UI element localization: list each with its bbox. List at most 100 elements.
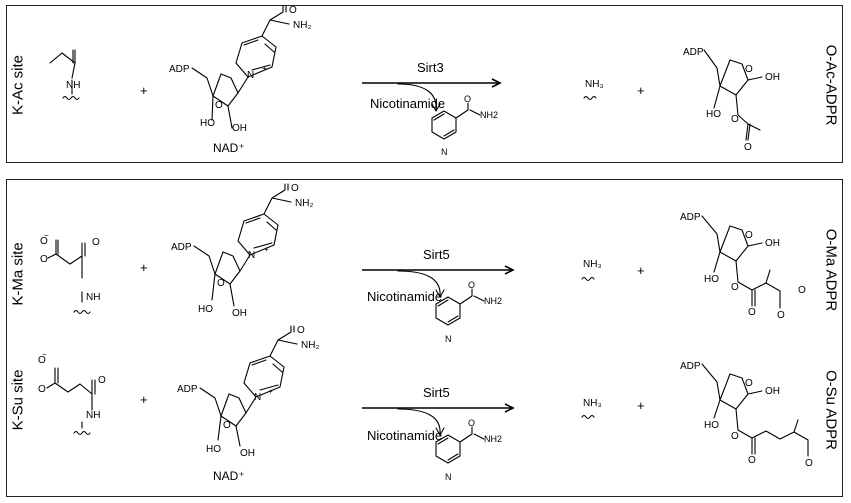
- plus-sign: +: [140, 260, 148, 275]
- svg-text:O: O: [223, 420, 231, 431]
- svg-text:O: O: [297, 325, 305, 336]
- svg-text:O: O: [98, 375, 106, 386]
- svg-text:O: O: [464, 94, 471, 104]
- svg-text:O: O: [777, 310, 785, 321]
- plus-sign: +: [140, 392, 148, 407]
- svg-text:O: O: [745, 64, 753, 75]
- panel-acetyl: [6, 5, 843, 163]
- svg-text:O: O: [291, 183, 299, 194]
- svg-text:N: N: [445, 334, 452, 344]
- reaction-arrow-sirt5: Sirt5 Nicotinamide N O NH2: [362, 385, 515, 482]
- ho-label: HO: [704, 420, 719, 431]
- svg-text:O: O: [217, 278, 225, 289]
- svg-text:O: O: [731, 282, 739, 293]
- svg-text:O: O: [40, 254, 48, 265]
- svg-text:+: +: [264, 245, 269, 254]
- byproduct-label: Nicotinamide: [367, 428, 442, 443]
- svg-text:O: O: [38, 355, 46, 366]
- reaction-row-acetyl: NH + ADP N + O NH₂ HO OH O NAD⁺ Sirt3: [49, 5, 780, 157]
- reaction-arrow-sirt3: Sirt3 Nicotinamide N O NH2: [362, 60, 502, 157]
- oh-label: OH: [232, 123, 247, 134]
- svg-text:O: O: [215, 100, 223, 111]
- o-su-adpr-structure: ADP O OH HO O O O: [680, 361, 813, 469]
- plus-sign: +: [637, 263, 645, 278]
- ho-label: HO: [704, 274, 719, 285]
- svg-text:O: O: [748, 307, 756, 318]
- adp-label: ADP: [169, 64, 190, 75]
- nh-label: NH: [66, 80, 80, 91]
- svg-text:+: +: [262, 64, 267, 73]
- plus-sign: +: [637, 398, 645, 413]
- nh-label: NH: [86, 292, 100, 303]
- plus-sign: +: [637, 83, 645, 98]
- lysine-product: NH₃: [583, 79, 604, 101]
- svg-text:N: N: [254, 392, 261, 403]
- byproduct-label: Nicotinamide: [367, 289, 442, 304]
- ho-label: HO: [198, 304, 213, 315]
- nad-structure: ADP N + O NH₂ HO OH O NAD⁺: [169, 5, 311, 155]
- svg-text:O: O: [744, 142, 752, 153]
- oh-label: OH: [232, 308, 247, 319]
- nh2-label: NH₂: [301, 340, 319, 351]
- svg-text:O: O: [40, 236, 48, 247]
- svg-text:O: O: [468, 418, 475, 428]
- oh-label: OH: [765, 238, 780, 249]
- nh3-label: NH₃: [583, 398, 602, 409]
- enzyme-label-sirt5: Sirt5: [423, 247, 450, 262]
- ho-label: HO: [706, 109, 721, 120]
- nad-structure: ADP N + O NH₂ HO OH O NAD⁺: [177, 325, 319, 483]
- succinyl-lysine-structure: O − O NH O: [38, 350, 106, 436]
- enzyme-label-sirt3: Sirt3: [417, 60, 444, 75]
- svg-text:O: O: [731, 431, 739, 442]
- o-ac-adpr-structure: ADP O OH HO O O: [683, 47, 780, 153]
- oh-label: OH: [765, 386, 780, 397]
- nad-label: NAD⁺: [213, 469, 245, 483]
- adp-label: ADP: [683, 47, 704, 58]
- svg-text:O: O: [798, 285, 806, 296]
- adp-label: ADP: [171, 242, 192, 253]
- ho-label: HO: [206, 444, 221, 455]
- svg-text:O: O: [92, 237, 100, 248]
- n-plus: N: [247, 70, 254, 81]
- panel-malonyl-succinyl: [6, 179, 843, 497]
- oh-label: OH: [240, 448, 255, 459]
- o-ma-adpr-structure: ADP O OH HO O O O O: [680, 212, 806, 321]
- reaction-row-malonyl: O − O NH O + ADP N + O NH₂ HO OH O Sirt5: [40, 183, 806, 344]
- lysine-product: NH₃: [581, 398, 602, 420]
- nh3-label: NH₃: [585, 79, 604, 90]
- nh2-product-label: NH2: [484, 296, 502, 306]
- adp-label: ADP: [177, 384, 198, 395]
- plus-sign: +: [140, 83, 148, 98]
- reaction-row-succinyl: O − O NH O + ADP N + O NH₂ HO OH O NAD⁺ …: [38, 325, 813, 483]
- svg-text:−: −: [44, 231, 49, 240]
- svg-text:N: N: [248, 250, 255, 261]
- reaction-arrow-sirt5: Sirt5 Nicotinamide N O NH2: [362, 247, 515, 344]
- nh2-product-label: NH2: [480, 110, 498, 120]
- adp-label: ADP: [680, 361, 701, 372]
- svg-text:O: O: [468, 280, 475, 290]
- byproduct-label: Nicotinamide: [370, 96, 445, 111]
- svg-text:O: O: [731, 114, 739, 125]
- adp-label: ADP: [680, 212, 701, 223]
- acetyl-lysine-structure: NH: [49, 49, 80, 101]
- svg-text:O: O: [38, 384, 46, 395]
- svg-text:N: N: [441, 147, 448, 157]
- nh3-label: NH₃: [583, 259, 602, 270]
- svg-text:O: O: [289, 5, 297, 16]
- enzyme-label-sirt5: Sirt5: [423, 385, 450, 400]
- nh-label: NH: [86, 410, 100, 421]
- svg-text:N: N: [445, 472, 452, 482]
- svg-text:−: −: [42, 350, 47, 359]
- svg-text:+: +: [268, 387, 273, 396]
- svg-text:O: O: [805, 458, 813, 469]
- lysine-product: NH₃: [581, 259, 602, 282]
- svg-text:O: O: [745, 378, 753, 389]
- nad-structure: ADP N + O NH₂ HO OH O: [171, 183, 313, 319]
- svg-text:O: O: [745, 230, 753, 241]
- malonyl-lysine-structure: O − O NH O: [40, 231, 100, 315]
- nh2-product-label: NH2: [484, 434, 502, 444]
- nh2-label: NH₂: [295, 198, 313, 209]
- nh2-label: NH₂: [293, 20, 311, 31]
- nad-label: NAD⁺: [213, 141, 245, 155]
